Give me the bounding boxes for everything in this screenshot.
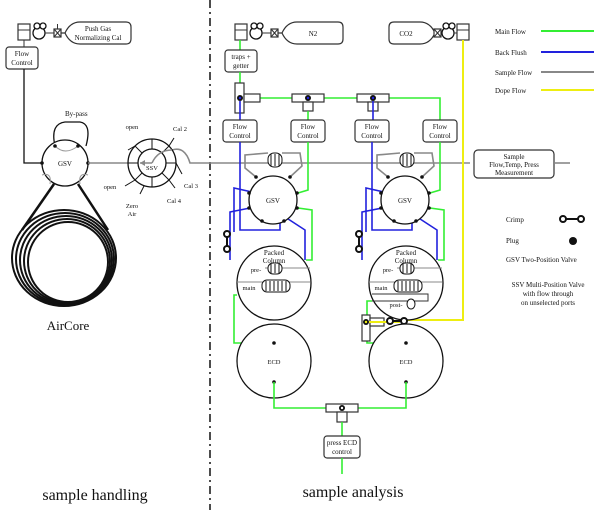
flow-control-label: Flow bbox=[433, 123, 448, 131]
packed-label: Packed bbox=[264, 249, 285, 257]
aircore-coil bbox=[11, 183, 117, 307]
flow-control-left bbox=[5, 46, 39, 70]
sample-meas-label: Sample bbox=[504, 153, 525, 161]
gsv-analysis-2 bbox=[361, 142, 445, 261]
legend-crimp: Crimp bbox=[506, 216, 524, 224]
push-gas-label: Push Gas bbox=[85, 25, 112, 33]
pre-label: pre- bbox=[383, 267, 393, 274]
packed-column-1 bbox=[236, 245, 312, 321]
legend-gsv-definition: GSV Two-Position Valve bbox=[506, 256, 577, 264]
port-cal4: Cal 4 bbox=[167, 198, 182, 205]
crimp-icon bbox=[559, 215, 585, 223]
n2-regulator bbox=[234, 22, 279, 41]
gsv-label: GSV bbox=[398, 197, 412, 205]
n2-label: N2 bbox=[309, 30, 318, 38]
flow-control-label: Flow bbox=[233, 123, 248, 131]
column-label: Column bbox=[395, 257, 418, 265]
co2-label: CO2 bbox=[399, 30, 413, 38]
ssv-valve bbox=[124, 137, 183, 195]
packed-label: Packed bbox=[396, 249, 417, 257]
push-gas-line bbox=[23, 69, 42, 164]
legend: Main Flow Back Flush Sample Flow Dope Fl… bbox=[495, 28, 594, 95]
n2-cylinder bbox=[278, 21, 344, 45]
main-label: main bbox=[243, 285, 257, 292]
legend-ssv-definition-2: with flow through bbox=[523, 290, 574, 298]
gsv-analysis-1 bbox=[229, 142, 313, 261]
getter-label: getter bbox=[233, 62, 250, 70]
legend-sample-flow: Sample Flow bbox=[495, 69, 533, 77]
sample-meas-label: Flow,Temp, Press bbox=[489, 161, 539, 169]
flow-control-main-1: Flow Control bbox=[290, 119, 326, 143]
port-zero-air: Zero bbox=[126, 203, 138, 210]
dope-tee bbox=[361, 300, 408, 344]
tee-ecd bbox=[325, 403, 359, 423]
push-gas-regulator bbox=[17, 22, 62, 41]
gsv-label: GSV bbox=[266, 197, 280, 205]
flow-control-label: Control bbox=[11, 59, 32, 67]
flow-control-backflush-2: Flow Control bbox=[354, 119, 390, 143]
sample-measurement-box bbox=[473, 149, 555, 179]
crimp-1 bbox=[223, 230, 231, 253]
column-label: Column bbox=[263, 257, 286, 265]
press-ecd-label: press ECD bbox=[327, 439, 357, 447]
port-cal3: Cal 3 bbox=[184, 183, 198, 190]
sample-line-out bbox=[171, 148, 470, 164]
legend-ssv-definition-3: on unselected ports bbox=[521, 299, 575, 307]
port-cal2: Cal 2 bbox=[173, 126, 187, 133]
bypass-label: By-pass bbox=[65, 110, 88, 118]
sample-handling-title: sample handling bbox=[42, 487, 147, 504]
flow-control-backflush-1: Flow Control bbox=[222, 119, 258, 143]
flow-control-label: Control bbox=[429, 132, 450, 140]
aircore-label: AirCore bbox=[47, 318, 90, 333]
port-open-top: open bbox=[126, 124, 139, 131]
tee-2 bbox=[291, 93, 325, 112]
legend-back-flush: Back Flush bbox=[495, 49, 527, 57]
ssv-label: SSV bbox=[146, 165, 158, 172]
push-gas-cylinder bbox=[61, 21, 132, 45]
crimp-2 bbox=[355, 230, 363, 253]
flow-control-label: Flow bbox=[15, 50, 30, 58]
ecd-label: ECD bbox=[268, 359, 281, 366]
post-label: post- bbox=[390, 302, 403, 309]
main-label: main bbox=[375, 285, 389, 292]
co2-regulator bbox=[433, 22, 470, 41]
flow-control-label: Control bbox=[229, 132, 250, 140]
co2-cylinder bbox=[388, 21, 436, 45]
legend-main-flow: Main Flow bbox=[495, 28, 527, 36]
ecd-label: ECD bbox=[400, 359, 413, 366]
sample-analysis-title: sample analysis bbox=[303, 484, 404, 501]
normalizing-cal-label: Normalizing Cal bbox=[75, 34, 122, 42]
sample-meas-label: Measurement bbox=[495, 169, 533, 177]
traps-getter-box bbox=[224, 49, 258, 73]
main-flow-header bbox=[240, 97, 441, 120]
flow-control-main-2: Flow Control bbox=[422, 119, 458, 143]
dope-flow-line bbox=[400, 40, 464, 321]
pre-label: pre- bbox=[251, 267, 261, 274]
flow-control-label: Control bbox=[361, 132, 382, 140]
legend-ssv-definition: SSV Multi-Position Valve bbox=[512, 281, 585, 289]
legend-plug: Plug bbox=[506, 237, 519, 245]
gsv-label: GSV bbox=[58, 160, 72, 168]
bypass-loop bbox=[53, 121, 89, 147]
control-label: control bbox=[332, 448, 352, 456]
legend-dope-flow: Dope Flow bbox=[495, 87, 527, 95]
flow-control-label: Flow bbox=[301, 123, 316, 131]
port-open-left: open bbox=[104, 184, 117, 191]
tee-1 bbox=[234, 82, 261, 114]
flow-control-label: Control bbox=[297, 132, 318, 140]
traps-label: traps + bbox=[231, 53, 250, 61]
port-zero-air-2: Air bbox=[128, 211, 138, 218]
plug-icon bbox=[569, 237, 577, 245]
packed-column-2 bbox=[368, 245, 444, 321]
flow-control-label: Flow bbox=[365, 123, 380, 131]
